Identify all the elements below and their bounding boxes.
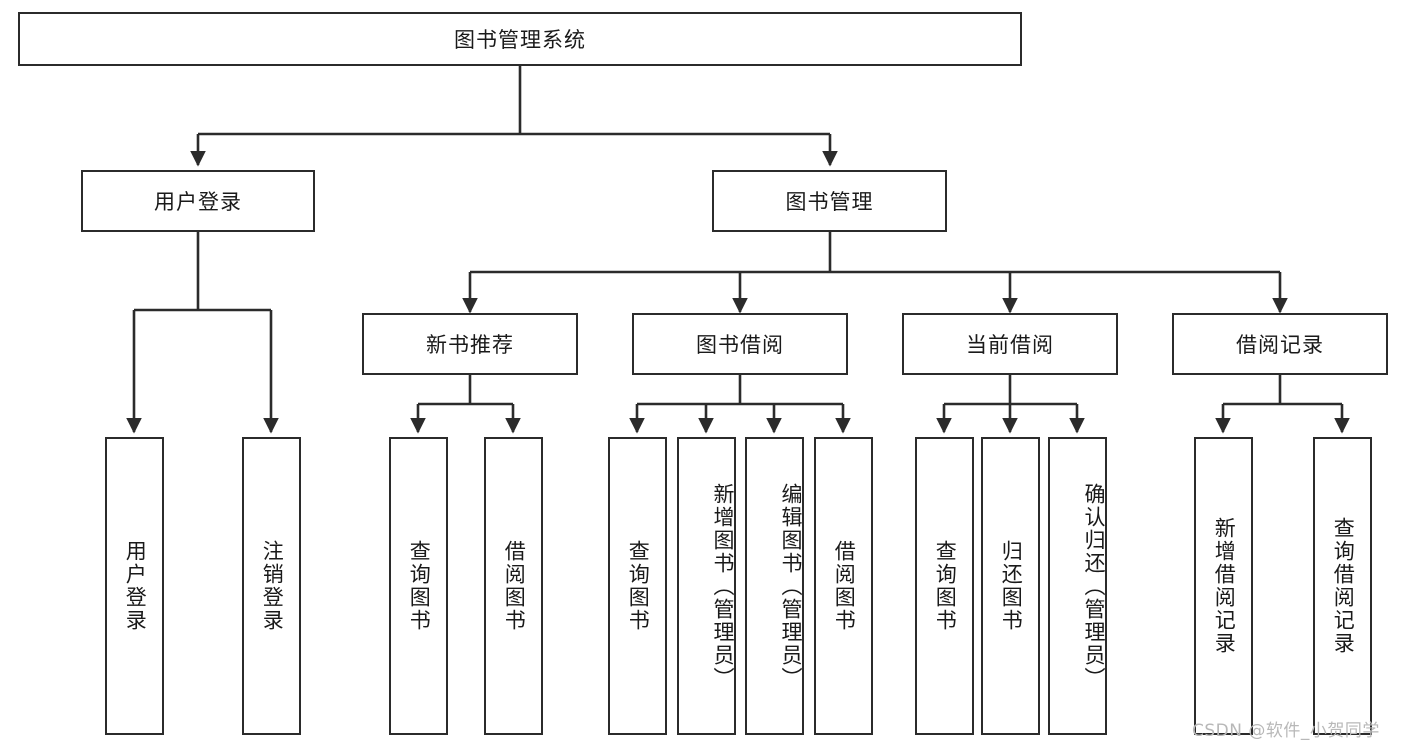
node-label: 借阅图书 [832, 540, 857, 632]
node-label: 用户登录 [154, 190, 242, 214]
node-label: 新增借阅记录 [1212, 517, 1237, 655]
node-label: 用户登录 [123, 540, 148, 632]
watermark: CSDN @软件_小贺同学 [1192, 721, 1380, 741]
node-book-management[interactable]: 图书管理 [712, 170, 947, 232]
leaf-current-return-book[interactable]: 归还图书 [981, 437, 1040, 735]
leaf-borrow-borrow-book[interactable]: 借阅图书 [814, 437, 873, 735]
leaf-recommend-query-book[interactable]: 查询图书 [389, 437, 448, 735]
node-label: 新书推荐 [426, 333, 514, 357]
node-label: 查询图书 [933, 540, 958, 632]
node-label: 借阅记录 [1236, 333, 1324, 357]
leaf-borrow-query-book[interactable]: 查询图书 [608, 437, 667, 735]
leaf-user-login-login[interactable]: 用户登录 [105, 437, 164, 735]
node-borrow-record[interactable]: 借阅记录 [1172, 313, 1388, 375]
node-label: 编辑图书（管理员） [779, 482, 803, 690]
leaf-borrow-add-book-admin[interactable]: 新增图书（管理员） [677, 437, 736, 735]
leaf-current-confirm-return-admin[interactable]: 确认归还（管理员） [1048, 437, 1107, 735]
node-label: 确认归还（管理员） [1082, 482, 1106, 690]
node-label: 图书管理 [785, 190, 874, 214]
leaf-recommend-borrow-book[interactable]: 借阅图书 [484, 437, 543, 735]
leaf-borrow-edit-book-admin[interactable]: 编辑图书（管理员） [745, 437, 804, 735]
node-label: 图书借阅 [696, 333, 784, 357]
leaf-user-login-logout[interactable]: 注销登录 [242, 437, 301, 735]
node-label: 图书管理系统 [454, 28, 586, 52]
node-label: 当前借阅 [966, 333, 1054, 357]
leaf-record-query-record[interactable]: 查询借阅记录 [1313, 437, 1372, 735]
leaf-current-query-book[interactable]: 查询图书 [915, 437, 974, 735]
node-user-login[interactable]: 用户登录 [81, 170, 315, 232]
node-label: 查询借阅记录 [1331, 517, 1356, 655]
node-label: 注销登录 [260, 540, 285, 632]
node-label: 归还图书 [999, 540, 1024, 632]
node-root-system[interactable]: 图书管理系统 [18, 12, 1022, 66]
node-label: 查询图书 [407, 540, 432, 632]
node-new-book-recommend[interactable]: 新书推荐 [362, 313, 578, 375]
node-label: 借阅图书 [502, 540, 527, 632]
node-book-borrow[interactable]: 图书借阅 [632, 313, 848, 375]
leaf-record-add-record[interactable]: 新增借阅记录 [1194, 437, 1253, 735]
node-label: 查询图书 [626, 540, 651, 632]
node-current-borrow[interactable]: 当前借阅 [902, 313, 1118, 375]
node-label: 新增图书（管理员） [711, 482, 735, 690]
